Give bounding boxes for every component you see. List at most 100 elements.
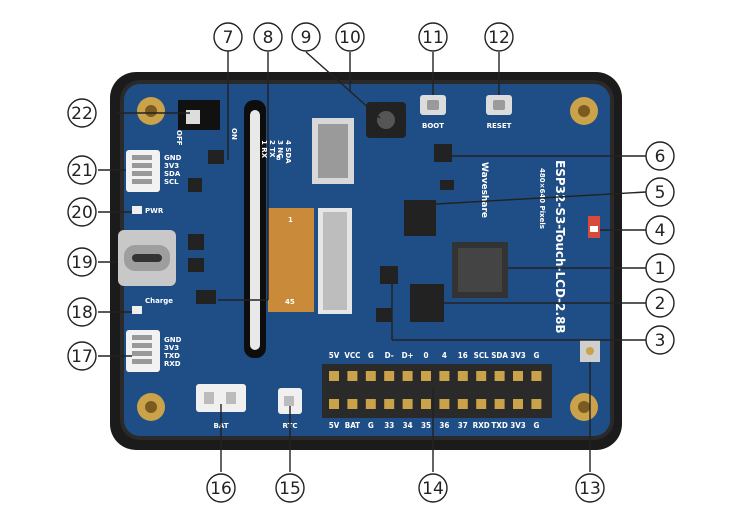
- callout-21: 21: [67, 155, 97, 185]
- charge-led: [132, 306, 142, 314]
- gpio-pin: [513, 371, 523, 381]
- psram-chip: [410, 284, 444, 322]
- gpio-pin: [365, 399, 376, 409]
- battery-connector[interactable]: [196, 384, 246, 412]
- gpio-pin: [347, 371, 358, 381]
- callout-number: 21: [71, 161, 93, 181]
- callout-7: 7: [213, 22, 243, 52]
- callout-number: 22: [71, 104, 93, 124]
- callout-8: 8: [253, 22, 283, 52]
- power-switch[interactable]: [178, 100, 220, 130]
- callout-number: 10: [339, 28, 361, 48]
- gpio-pins: [329, 371, 542, 409]
- callout-15: 15: [275, 473, 305, 503]
- callout-number: 6: [655, 147, 666, 167]
- uart-header: [126, 330, 160, 372]
- i2c-scl-label: SCL: [164, 178, 179, 186]
- off-label: OFF: [175, 130, 183, 146]
- brand-label: Waveshare: [479, 162, 489, 218]
- callout-10: 10: [335, 22, 365, 52]
- charge-label: Charge: [145, 297, 173, 305]
- gpio-bottom-label: 34: [403, 421, 413, 430]
- leader-lines: [98, 50, 647, 472]
- callout-number: 18: [71, 303, 93, 323]
- callout-2: 2: [645, 288, 675, 318]
- gpio-pin: [439, 399, 450, 409]
- callout-22: 22: [67, 98, 97, 128]
- gpio-bottom-label: BAT: [345, 421, 360, 430]
- gpio-bottom-label: G: [368, 421, 374, 430]
- gpio-pin: [513, 399, 523, 409]
- gpio-pin: [329, 371, 339, 381]
- switch-side-labels: 1 RX 2 TX 3 NC 4 SDA: [260, 140, 292, 164]
- fpc-pin1-label: 1: [288, 216, 293, 224]
- boot-label: BOOT: [422, 122, 444, 130]
- svg-text:1 RX: 1 RX: [260, 140, 268, 159]
- uart-3v3-label: 3V3: [164, 344, 179, 352]
- callout-number: 8: [263, 28, 274, 48]
- rev-hint: 8: [276, 154, 281, 162]
- usb-c-port[interactable]: [118, 230, 176, 286]
- gpio-pin: [531, 399, 542, 409]
- gpio-bottom-label: 33: [384, 421, 394, 430]
- callout-14: 14: [418, 473, 448, 503]
- mounting-hole-bottom-left: [137, 393, 165, 421]
- gpio-pin: [457, 371, 468, 381]
- callout-1: 1: [645, 253, 675, 283]
- i2c-header: [126, 150, 160, 192]
- gpio-pin: [439, 371, 450, 381]
- gpio-pin: [457, 399, 468, 409]
- gpio-pin: [476, 371, 487, 381]
- rtc-chip: [208, 150, 224, 164]
- reset-button[interactable]: [486, 95, 512, 115]
- gpio-top-label: 0: [423, 351, 428, 360]
- svg-text:4 SDA: 4 SDA: [284, 140, 292, 164]
- gpio-top-label: G: [533, 351, 539, 360]
- callout-number: 2: [655, 294, 666, 314]
- sensor-chip: [380, 266, 398, 284]
- gpio-pin: [347, 399, 358, 409]
- uart-rxd-label: RXD: [164, 360, 181, 368]
- gpio-top-label: VCC: [344, 351, 360, 360]
- callout-11: 11: [418, 22, 448, 52]
- esp32-s3-chip: [452, 242, 508, 298]
- gpio-pin: [494, 371, 505, 381]
- boot-button[interactable]: [420, 95, 446, 115]
- callout-9: 9: [291, 22, 321, 52]
- gpio-pin: [476, 399, 487, 409]
- gpio-pin: [531, 371, 542, 381]
- gpio-bottom-label: G: [533, 421, 539, 430]
- callout-6: 6: [645, 141, 675, 171]
- gpio-pin: [494, 399, 505, 409]
- uart-gnd-label: GND: [164, 336, 182, 344]
- callout-16: 16: [206, 473, 236, 503]
- callout-number: 16: [210, 479, 232, 499]
- svg-text:3 NC: 3 NC: [276, 140, 284, 158]
- reset-label: RESET: [487, 122, 512, 130]
- callout-19: 19: [67, 247, 97, 277]
- gpio-top-label: 5V: [329, 351, 340, 360]
- gpio-top-label: D+: [402, 351, 414, 360]
- fpc-ribbon: [268, 208, 314, 312]
- mounting-hole-top-left: [137, 97, 165, 125]
- gpio-pin: [421, 371, 431, 381]
- callout-5: 5: [645, 177, 675, 207]
- callout-13: 13: [575, 473, 605, 503]
- callout-number: 14: [422, 479, 444, 499]
- flash-chip: [404, 200, 436, 236]
- rtc-connector[interactable]: [278, 388, 302, 414]
- i2c-gnd-label: GND: [164, 154, 182, 162]
- callout-20: 20: [67, 197, 97, 227]
- audio-chip: [196, 290, 216, 304]
- gpio-pin: [402, 371, 413, 381]
- on-label: ON: [230, 128, 238, 140]
- gpio-top-label: G: [368, 351, 374, 360]
- gpio-top-label: D-: [385, 351, 394, 360]
- gpio-top-label: 16: [458, 351, 468, 360]
- svg-text:2 TX: 2 TX: [268, 140, 276, 158]
- gpio-bottom-label: 5V: [329, 421, 340, 430]
